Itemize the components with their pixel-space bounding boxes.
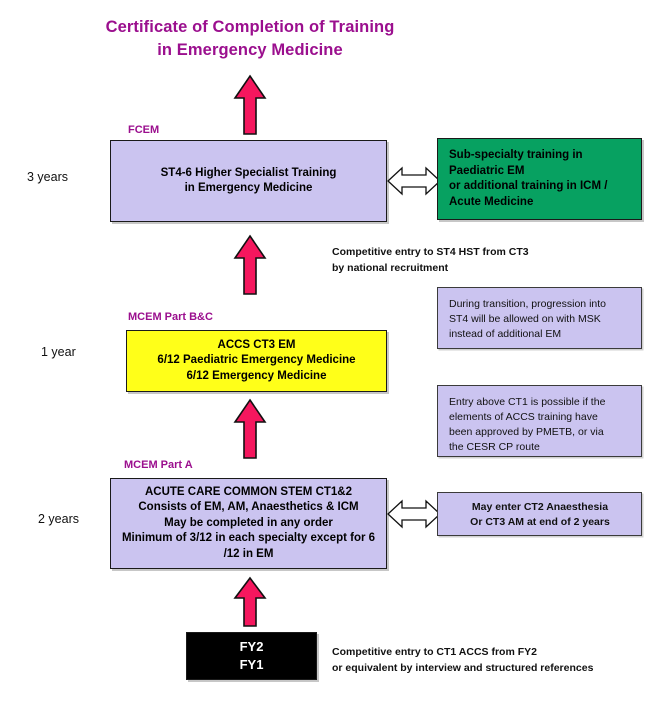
up-arrow-to-cct [233,74,267,135]
exam-label-fcem: FCEM [128,124,160,136]
annotation-st4-entry: Competitive entry to ST4 HST from CT3 by… [332,244,529,276]
subspecialty-line-2: Paediatric EM [449,164,525,177]
up-arrow-to-hst [233,234,267,295]
note-may-enter-line-2: Or CT3 AM at end of 2 years [470,515,610,528]
accs-ct12-line-4: Minimum of 3/12 in each specialty except… [121,532,376,545]
st4-entry-line-1: Competitive entry to ST4 HST from CT3 [332,246,529,258]
note-may-enter[interactable]: May enter CT2 Anaesthesia Or CT3 AM at e… [437,492,642,536]
foundation-line-2: FY1 [239,657,264,672]
annotation-ct1-entry: Competitive entry to CT1 ACCS from FY2 o… [332,644,593,676]
ct1-entry-line-1: Competitive entry to CT1 ACCS from FY2 [332,646,537,658]
hst-line-2: in Emergency Medicine [184,182,313,194]
year-label-ct12: 2 years [38,512,79,526]
st4-entry-line-2: by national recruitment [332,262,449,274]
up-arrow-to-ct12 [233,576,267,627]
up-arrow-to-ct3 [233,398,267,459]
subspecialty-line-1: Sub-specialty training in [449,149,583,161]
note-entry-line-3: been approved by PMETB, or via [449,426,604,438]
double-arrow-hst-subspecialty [387,166,441,196]
accs-ct12-line-5: /12 in EM [223,547,274,560]
title-line-1: Certificate of Completion of Training [105,18,395,36]
exam-label-mcem-bc: MCEM Part B&C [128,311,213,323]
accs-ct3-line-2: 6/12 Paediatric Emergency Medicine [157,354,356,367]
note-entry-line-2: elements of ACCS training have [449,411,598,423]
stage-box-hst[interactable]: ST4-6 Higher Specialist Training in Emer… [110,140,387,222]
stage-box-foundation[interactable]: FY2 FY1 [186,632,317,680]
note-transition[interactable]: During transition, progression into ST4 … [437,287,642,349]
note-transition-line-2: ST4 will be allowed on with MSK [449,313,601,325]
accs-ct12-line-3: May be completed in any order [164,516,333,529]
ct1-entry-line-2: or equivalent by interview and structure… [332,662,594,674]
exam-label-mcem-a: MCEM Part A [124,459,193,471]
subspecialty-line-3: or additional training in ICM / [449,180,608,192]
year-label-ct3: 1 year [41,345,76,359]
foundation-line-1: FY2 [239,639,264,654]
title-line-2: in Emergency Medicine [157,41,343,59]
stage-box-accs-ct3[interactable]: ACCS CT3 EM 6/12 Paediatric Emergency Me… [126,330,387,392]
note-transition-line-1: During transition, progression into [449,298,606,310]
accs-ct12-line-1: ACUTE CARE COMMON STEM CT1&2 [144,485,352,498]
subspecialty-line-4: Acute Medicine [449,195,534,208]
note-transition-line-3: instead of additional EM [449,328,562,340]
accs-ct3-line-3: 6/12 Emergency Medicine [186,369,327,382]
double-arrow-ct12-mayenter [387,499,441,529]
note-entry-line-1: Entry above CT1 is possible if the [449,396,606,408]
accs-ct12-line-2: Consists of EM, AM, Anaesthetics & ICM [138,501,359,514]
page-title: Certificate of Completion of Training in… [0,16,500,62]
note-entry-above-ct1[interactable]: Entry above CT1 is possible if the eleme… [437,385,642,457]
accs-ct3-line-1: ACCS CT3 EM [217,338,296,351]
year-label-hst: 3 years [27,170,68,184]
note-entry-line-4: the CESR CP route [449,441,540,453]
hst-line-1: ST4-6 Higher Specialist Training [160,166,337,179]
note-may-enter-line-1: May enter CT2 Anaesthesia [471,500,609,513]
stage-box-subspecialty[interactable]: Sub-specialty training in Paediatric EM … [437,138,642,220]
stage-box-accs-ct12[interactable]: ACUTE CARE COMMON STEM CT1&2 Consists of… [110,478,387,569]
